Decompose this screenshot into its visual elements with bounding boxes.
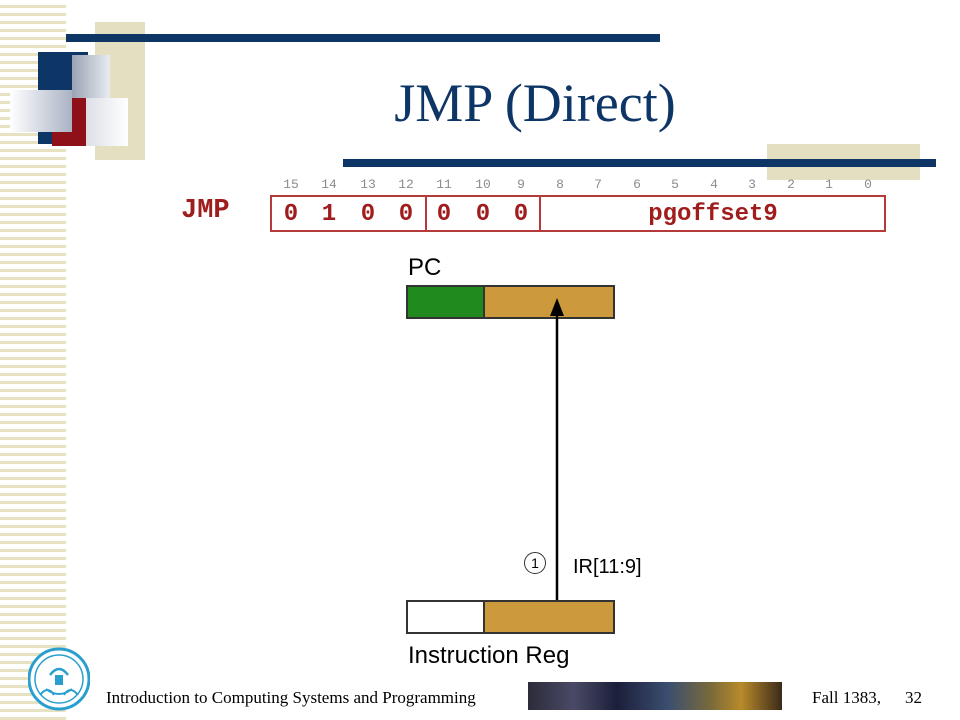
footer-decorative-image: [528, 682, 782, 710]
decorative-square-fade: [10, 90, 72, 132]
pc-label: PC: [408, 254, 442, 281]
title-bar-top: [66, 34, 660, 42]
bit-number: 4: [710, 177, 718, 192]
bit-number: 1: [825, 177, 833, 192]
ir-field-segment: [483, 602, 613, 632]
instruction-register: [406, 600, 615, 634]
ir-opcode-segment: [408, 602, 483, 632]
instruction-register-label: Instruction Reg: [408, 642, 570, 669]
field-bit: 0: [513, 201, 529, 228]
footer-course-title: Introduction to Computing Systems and Pr…: [106, 688, 476, 707]
opcode-bit: 0: [283, 201, 299, 228]
field-divider: [539, 195, 541, 232]
title-bar-bottom: [343, 159, 936, 167]
step-number-badge: 1: [524, 552, 546, 574]
bit-number: 0: [864, 177, 872, 192]
slide-title: JMP (Direct): [394, 73, 676, 133]
bit-number: 5: [671, 177, 679, 192]
university-logo-icon: [28, 647, 90, 711]
instruction-format-box: [270, 195, 886, 232]
bit-number: 13: [360, 177, 376, 192]
field-bit: 0: [475, 201, 491, 228]
instruction-mnemonic: JMP: [181, 196, 230, 226]
bit-number: 3: [748, 177, 756, 192]
data-flow-arrow: [550, 298, 564, 612]
offset-field-label: pgoffset9: [648, 201, 778, 228]
footer-term: Fall 1383,: [812, 688, 881, 707]
pc-register: [406, 285, 615, 319]
bit-number: 10: [475, 177, 491, 192]
opcode-bit: 1: [321, 201, 337, 228]
bit-number: 7: [594, 177, 602, 192]
bit-number: 9: [517, 177, 525, 192]
bit-number: 6: [633, 177, 641, 192]
bit-number: 11: [436, 177, 452, 192]
bit-number: 2: [787, 177, 795, 192]
decorative-square-light: [86, 98, 128, 146]
bit-number: 14: [321, 177, 337, 192]
opcode-bit: 0: [398, 201, 414, 228]
footer-page-number: 32: [905, 688, 922, 707]
field-bit: 0: [436, 201, 452, 228]
bit-number: 15: [283, 177, 299, 192]
bit-number: 12: [398, 177, 414, 192]
bit-number: 8: [556, 177, 564, 192]
opcode-divider: [425, 195, 427, 232]
pc-high-segment: [408, 287, 483, 317]
pc-low-segment: [483, 287, 613, 317]
ir-field-label: IR[11:9]: [573, 556, 642, 578]
opcode-bit: 0: [360, 201, 376, 228]
